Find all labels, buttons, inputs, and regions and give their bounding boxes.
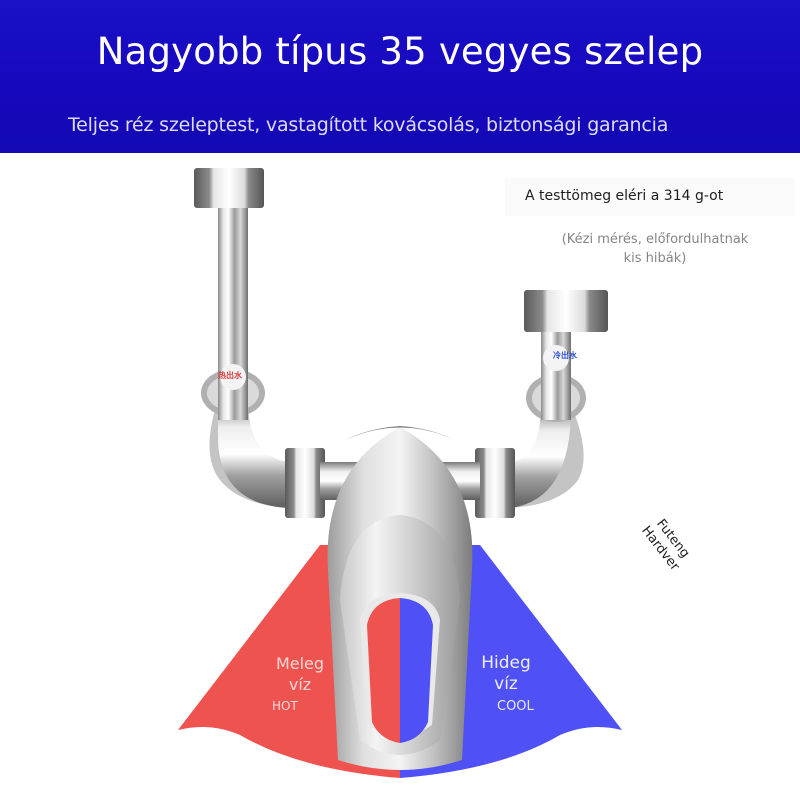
cold-indicator [400,598,433,743]
hot-code-label: HOT [272,699,298,713]
hot-indicator [367,598,400,743]
hot-water-label-line2: víz [288,675,312,694]
hot-water-label-line1: Meleg [275,654,325,673]
cold-water-label-line1: Hideg [481,653,531,673]
page-subtitle: Teljes réz szeleptest, vastagított kovác… [68,114,669,136]
weight-text: A testtömeg eléri a 314 g-ot [525,188,724,204]
header-banner: Nagyobb típus 35 vegyes szelep Teljes ré… [0,0,800,153]
hot-water-label: Meleg víz [268,653,332,695]
cold-water-label-line2: víz [494,674,518,694]
weight-note-line1: (Kézi mérés, előfordulhatnak [561,232,749,247]
cold-outlet-tag: 冷出水 [553,351,577,360]
weight-note-line2: kis hibák) [623,251,687,266]
weight-note: (Kézi mérés, előfordulhatnak kis hibák) [540,230,770,268]
cold-water-label: Hideg víz [475,653,537,695]
weight-box-bg [505,178,795,216]
cold-code-label: COOL [497,699,534,714]
page-title: Nagyobb típus 35 vegyes szelep [96,30,704,73]
hot-outlet-tag: 热出水 [218,371,242,380]
